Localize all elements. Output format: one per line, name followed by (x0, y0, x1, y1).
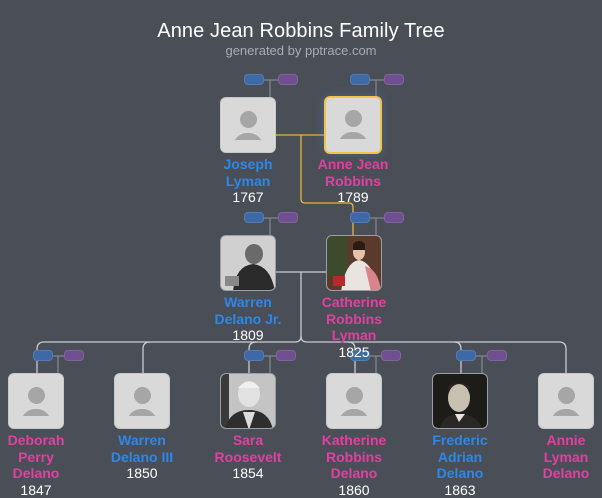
birth-year: 1767 (232, 189, 264, 205)
person-card-deborah-perry-delano[interactable] (8, 373, 64, 429)
placeholder-avatar-icon (21, 409, 51, 416)
person-card-sara-roosevelt[interactable] (220, 373, 276, 429)
placeholder-avatar-icon (338, 132, 368, 139)
father-link-pill[interactable] (244, 74, 264, 85)
person-first-name: Catherine (321, 294, 387, 310)
person-label[interactable]: Katherine Robbins Delano 1860 (299, 432, 409, 498)
portrait-photo (221, 236, 275, 290)
person-label[interactable]: Joseph Lyman 1767 (193, 156, 303, 205)
father-link-pill[interactable] (244, 212, 264, 223)
person-first-name: Anne Jean (317, 156, 389, 172)
placeholder-avatar-icon (344, 110, 362, 127)
placeholder-avatar-icon (233, 133, 263, 140)
mother-link-pill[interactable] (278, 74, 298, 85)
father-link-pill[interactable] (350, 350, 370, 361)
birth-year: 1863 (444, 481, 476, 498)
placeholder-avatar-icon (557, 387, 575, 404)
person-last-name: Lyman (543, 448, 589, 465)
mother-link-pill[interactable] (487, 350, 507, 361)
person-label[interactable]: Sara Roosevelt 1854 (193, 432, 303, 481)
person-extra-name: Delano (436, 465, 484, 481)
person-card-warren-delano-jr[interactable] (220, 235, 276, 291)
portrait-photo (327, 236, 381, 290)
placeholder-avatar-icon (133, 387, 151, 404)
person-last-name: Delano Jr. (214, 310, 282, 327)
person-first-name: Sara (232, 432, 264, 448)
placeholder-avatar-icon (345, 387, 363, 404)
person-first-name: Warren (118, 432, 166, 448)
placeholder-avatar-icon (127, 409, 157, 416)
mother-link-pill[interactable] (381, 350, 401, 361)
birth-year: 1789 (337, 189, 369, 205)
person-last-name: Robbins (326, 448, 382, 465)
person-card-anne-jean-robbins[interactable] (324, 96, 382, 154)
person-first-name: Warren (224, 294, 272, 310)
person-last-name: Robbins (326, 310, 382, 327)
person-last-name: Perry (18, 448, 54, 465)
person-label[interactable]: Frederic Adrian Delano 1863 (405, 432, 515, 498)
birth-year: 1825 (338, 343, 370, 360)
placeholder-avatar-icon (339, 409, 369, 416)
person-first-name: Annie (546, 432, 586, 448)
placeholder-avatar-icon (551, 409, 581, 416)
person-last-name: Adrian (437, 448, 483, 465)
person-extra-name: Delano (330, 465, 378, 481)
person-extra-name: Delano (542, 465, 590, 481)
person-last-name: Lyman (225, 172, 271, 189)
father-link-pill[interactable] (350, 74, 370, 85)
birth-year: 1860 (338, 481, 370, 498)
person-label[interactable]: Warren Delano III 1850 (87, 432, 197, 481)
birth-year: 1854 (232, 465, 264, 481)
mother-link-pill[interactable] (64, 350, 84, 361)
person-label[interactable]: Anne Jean Robbins 1789 (298, 156, 408, 205)
birth-year: 1850 (126, 465, 158, 481)
birth-year: 1847 (20, 481, 52, 498)
placeholder-avatar-icon (239, 111, 257, 128)
portrait-photo (433, 374, 487, 428)
father-link-pill[interactable] (33, 350, 53, 361)
person-label[interactable]: Deborah Perry Delano 1847 (0, 432, 91, 498)
person-last-name: Roosevelt (214, 448, 282, 465)
father-link-pill[interactable] (244, 350, 264, 361)
person-card-katherine-robbins-delano[interactable] (326, 373, 382, 429)
person-extra-name: Delano (12, 465, 60, 481)
person-last-name: Delano III (110, 448, 174, 465)
mother-link-pill[interactable] (384, 74, 404, 85)
mother-link-pill[interactable] (278, 212, 298, 223)
father-link-pill[interactable] (456, 350, 476, 361)
person-card-joseph-lyman[interactable] (220, 97, 276, 153)
portrait-photo (221, 374, 275, 428)
person-label[interactable]: Annie Lyman Delano (511, 432, 602, 482)
father-link-pill[interactable] (350, 212, 370, 223)
mother-link-pill[interactable] (276, 350, 296, 361)
person-card-frederic-adrian-delano[interactable] (432, 373, 488, 429)
person-last-name: Robbins (325, 172, 381, 189)
placeholder-avatar-icon (27, 387, 45, 404)
person-label[interactable]: Warren Delano Jr. 1809 (193, 294, 303, 343)
person-first-name: Deborah (7, 432, 65, 448)
person-card-annie-lyman-delano[interactable] (538, 373, 594, 429)
person-first-name: Katherine (321, 432, 387, 448)
person-card-catherine-robbins-lyman[interactable] (326, 235, 382, 291)
page-subtitle: generated by pptrace.com (225, 43, 377, 58)
person-label[interactable]: Catherine Robbins Lyman 1825 (299, 294, 409, 360)
person-extra-name: Lyman (331, 327, 377, 343)
birth-year: 1809 (232, 327, 264, 343)
mother-link-pill[interactable] (384, 212, 404, 223)
person-first-name: Frederic (432, 432, 488, 448)
person-first-name: Joseph (223, 156, 273, 172)
page-title: Anne Jean Robbins Family Tree (157, 20, 445, 42)
person-card-warren-delano-iii[interactable] (114, 373, 170, 429)
